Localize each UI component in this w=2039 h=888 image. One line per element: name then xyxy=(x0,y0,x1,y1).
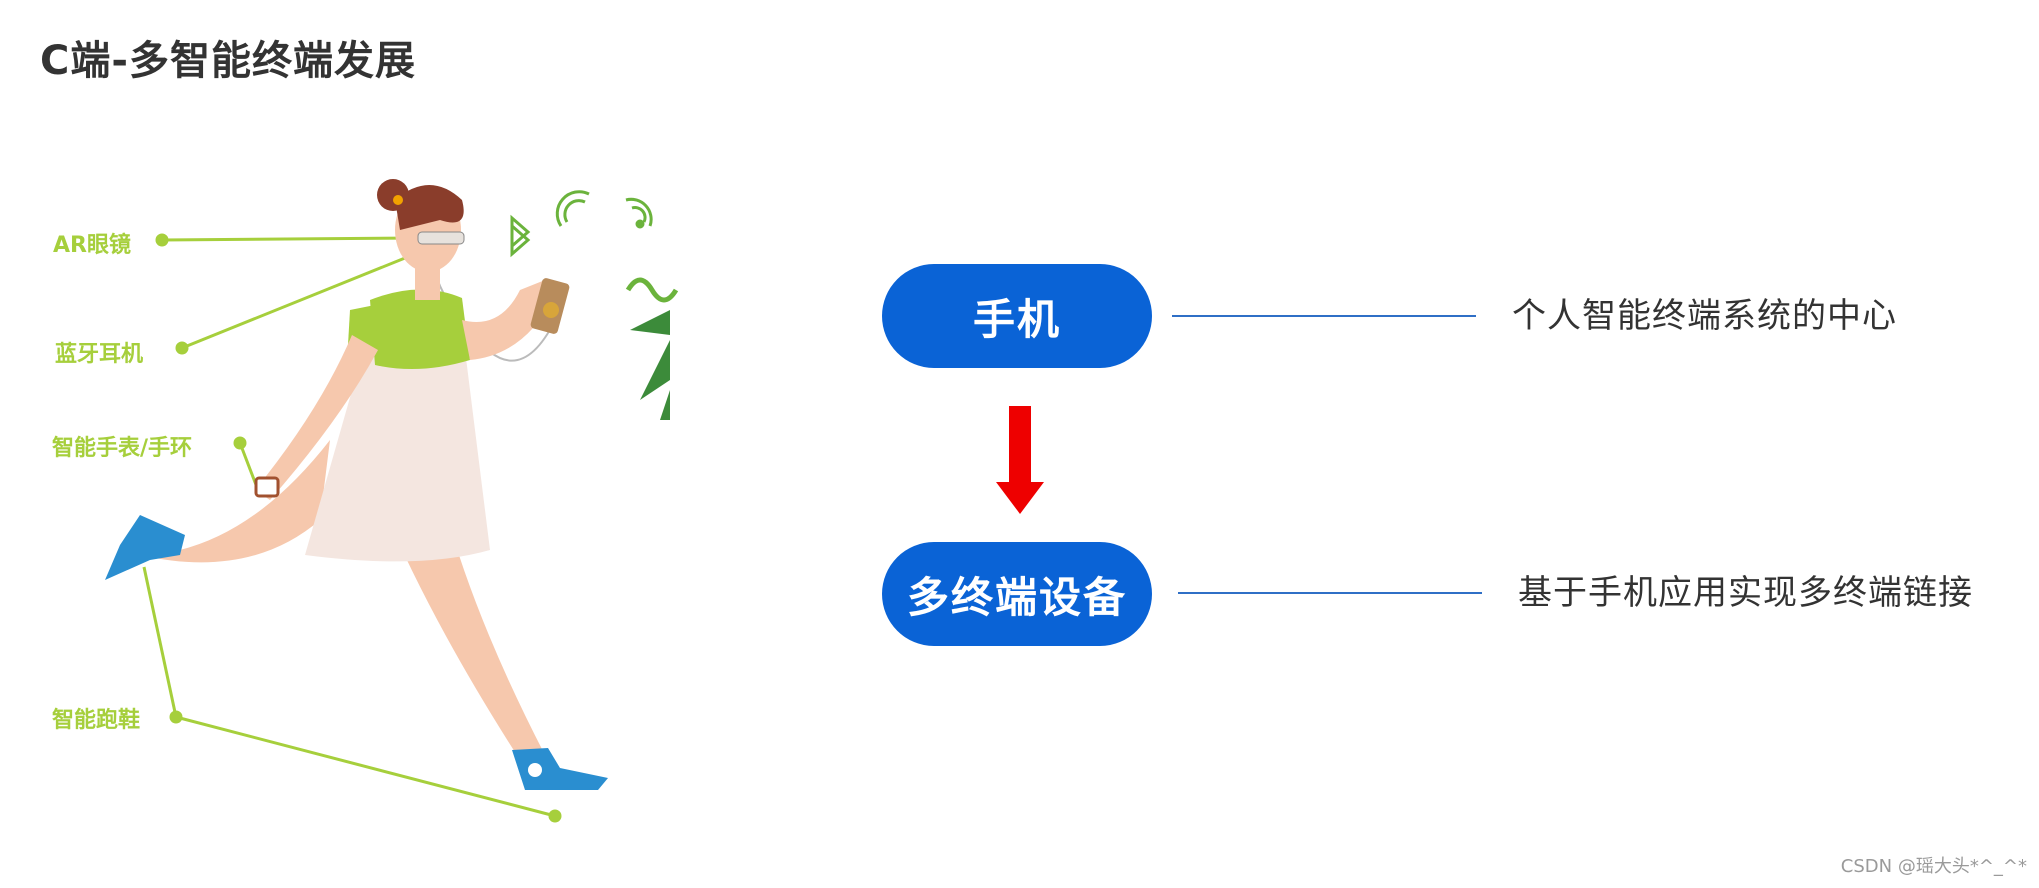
callout-bluetooth-earphone: 蓝牙耳机 xyxy=(55,336,143,368)
down-arrow-icon xyxy=(996,406,1044,516)
callout-ar-glasses: AR眼镜 xyxy=(53,227,131,259)
watermark: CSDN @瑶大头*^_^* xyxy=(1841,852,2027,878)
ar-glasses-icon xyxy=(418,232,464,244)
multi-device-connector-line xyxy=(1178,592,1482,594)
runner-illustration xyxy=(0,160,700,840)
phone-node: 手机 xyxy=(882,264,1152,368)
callout-smart-shoes: 智能跑鞋 xyxy=(52,702,140,734)
phone-description: 个人智能终端系统的中心 xyxy=(1512,288,1897,337)
smart-shoe-front-icon xyxy=(512,748,608,790)
callout-smart-watch: 智能手表/手环 xyxy=(52,430,192,462)
smart-watch-icon xyxy=(256,478,278,496)
phone-connector-line xyxy=(1172,315,1476,317)
sunburst-icon xyxy=(630,310,670,420)
multi-device-description: 基于手机应用实现多终端链接 xyxy=(1518,565,1973,614)
multi-device-node: 多终端设备 xyxy=(882,542,1152,646)
page-title: C端-多智能终端发展 xyxy=(40,28,416,86)
nfc-icon xyxy=(628,280,676,300)
wifi-signal-icon xyxy=(557,192,651,227)
bluetooth-icon xyxy=(512,218,528,254)
